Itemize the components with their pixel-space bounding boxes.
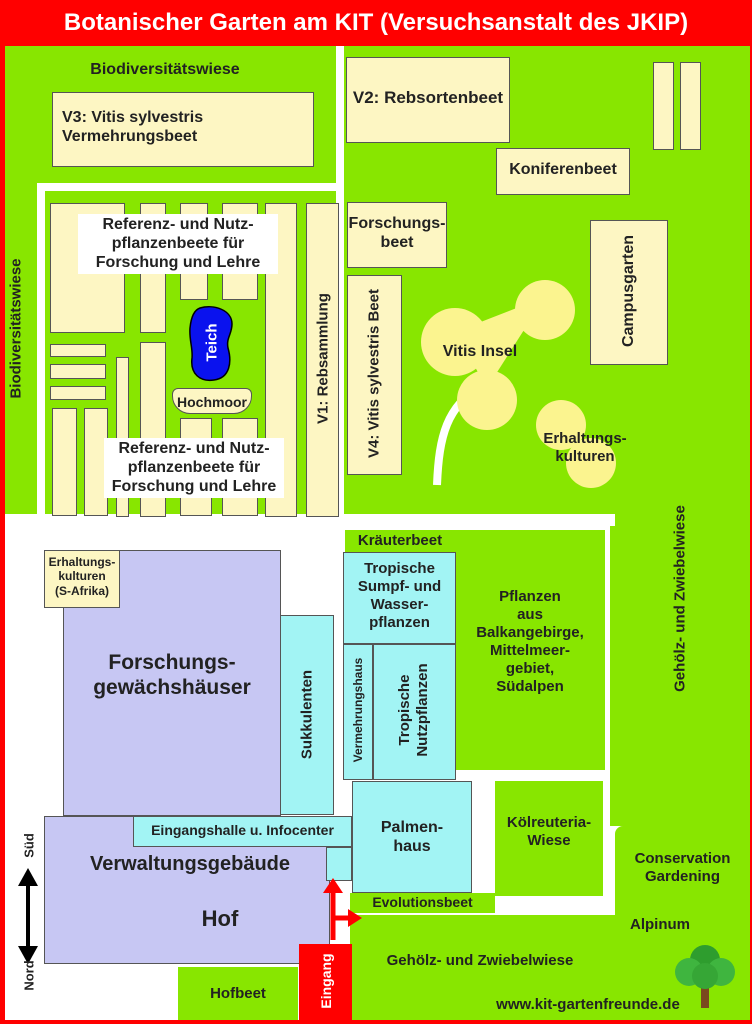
erhaltung-safrika-bed — [44, 550, 120, 608]
east-meadow — [610, 46, 750, 826]
label-tropische-sumpf: Tropische Sumpf- und Wasser- pflanzen — [357, 560, 442, 631]
label-erhaltung-safrika: Erhaltungs- kulturen (S-Afrika) — [48, 555, 116, 598]
label-campusgarten: Campusgarten — [620, 234, 637, 348]
eingangshalle — [133, 816, 352, 847]
koniferen-bed — [496, 148, 630, 195]
v2-bed — [346, 57, 510, 143]
balkan-bed — [455, 530, 605, 770]
campusgarten-bed — [590, 220, 668, 365]
tree-icon — [675, 945, 735, 1008]
tropische-nutz-house — [373, 644, 456, 780]
map-title: Botanischer Garten am KIT (Versuchsansta… — [63, 9, 689, 36]
label-evolutionsbeet: Evolutionsbeet — [372, 894, 473, 910]
path-south — [5, 514, 615, 526]
entrance-marker — [299, 944, 352, 1022]
label-v4: V4: Vitis sylvestris Beet — [365, 289, 383, 458]
v3-bed — [52, 92, 314, 167]
label-eingang: Eingang — [318, 953, 334, 1009]
evolutionsbeet-area — [350, 893, 495, 913]
bar-1 — [653, 62, 674, 150]
vitis-insel — [421, 280, 616, 488]
label-tropische-nutz: Tropische Nutzpflanzen — [396, 663, 431, 757]
label-vermehrungshaus: Vermehrungshaus — [351, 657, 365, 763]
kraeuterbeet-area — [345, 530, 455, 552]
label-forschungsgewaechshaeuser: Forschungs- gewächshäuser — [93, 651, 251, 700]
label-vitis-insel: Vitis Insel — [442, 343, 518, 360]
label-conservation: Conservation Gardening — [634, 850, 731, 885]
entrance-arrow-icon — [323, 878, 362, 940]
label-verwaltung: Verwaltungsgebäude — [89, 853, 291, 875]
tropische-sumpf-house — [343, 552, 456, 644]
pond-teich — [189, 306, 233, 382]
entrance-strip — [326, 847, 352, 881]
palmenhaus — [352, 781, 472, 893]
label-v1: V1: Rebsammlung — [314, 293, 332, 424]
forschungsbeet-bed — [347, 202, 447, 268]
label-hofbeet: Hofbeet — [210, 985, 266, 1002]
compass-south: Süd — [21, 833, 37, 858]
label-biodiv-top: Biodiversitätswiese — [90, 61, 240, 78]
label-gehoelz-bottom: Gehölz- und Zwiebelwiese — [386, 952, 574, 969]
label-hof: Hof — [201, 906, 239, 931]
label-pflanzen-balkan: Pflanzen aus Balkangebirge, Mittelmeer- … — [476, 588, 584, 695]
research-bed-6 — [50, 364, 106, 379]
label-referenz-bottom: Referenz- und Nutz- pflanzenbeete für Fo… — [104, 438, 284, 498]
label-hochmoor: Hochmoor — [177, 394, 247, 410]
label-biodiv-left: Biodiversitätswiese — [7, 258, 25, 399]
label-website: www.kit-gartenfreunde.de — [496, 996, 680, 1013]
v4-bed — [347, 275, 402, 475]
research-bed-7 — [50, 386, 106, 400]
label-v3: V3: Vitis sylvestris Vermehrungsbeet — [62, 109, 204, 146]
hofbeet-area — [178, 967, 298, 1020]
compass-north: Nord — [21, 960, 37, 991]
label-koelreuteria: Kölreuteria- Wiese — [506, 814, 592, 849]
vermehrungshaus — [343, 644, 373, 780]
path-north-west — [42, 183, 336, 191]
label-teich: Teich — [203, 323, 221, 362]
koelreuteria-meadow — [495, 781, 603, 896]
sukkulenten-house — [280, 615, 334, 815]
label-v2: V2: Rebsortenbeet — [352, 88, 504, 107]
label-sukkulenten: Sukkulenten — [298, 669, 316, 760]
path-west — [37, 183, 45, 518]
label-koniferen: Koniferenbeet — [509, 161, 617, 178]
compass-arrow-icon — [18, 868, 38, 964]
label-eingangshalle: Eingangshalle u. Infocenter — [151, 822, 334, 838]
label-forschungsbeet: Forschungs- beet — [348, 215, 446, 252]
research-bed-5 — [50, 344, 106, 357]
label-alpinum: Alpinum — [630, 916, 690, 933]
research-bed-10 — [52, 408, 77, 516]
label-kraeuterbeet: Kräuterbeet — [357, 532, 443, 549]
label-palmenhaus: Palmen- haus — [380, 819, 444, 856]
bar-2 — [680, 62, 701, 150]
label-referenz-top: Referenz- und Nutz- pflanzenbeete für Fo… — [78, 214, 278, 274]
label-erhaltung-right: Erhaltungs- kulturen — [543, 430, 627, 465]
label-gehoelz-right: Gehölz- und Zwiebelwiese — [671, 505, 689, 692]
path-centre — [336, 46, 344, 518]
v1-bed — [306, 203, 339, 517]
